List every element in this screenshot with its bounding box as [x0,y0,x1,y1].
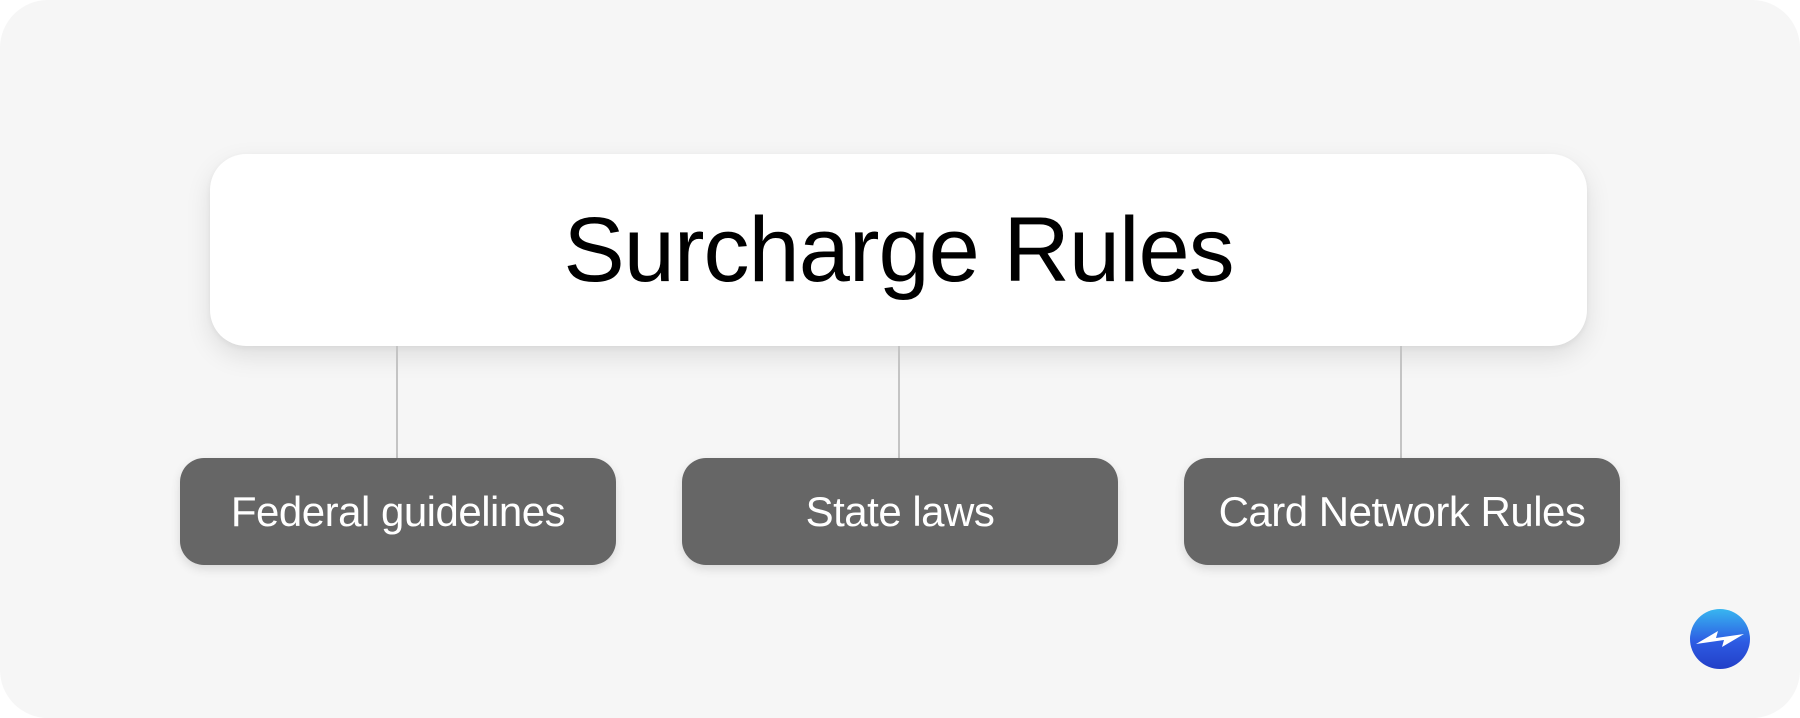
child-node-label: Card Network Rules [1218,487,1586,535]
connector-line-federal [396,346,398,458]
lightning-bolt-icon [1696,631,1744,647]
child-node-label: Federal guidelines [230,487,566,535]
root-node: Surcharge Rules [210,154,1587,346]
child-node-state-laws: State laws [682,458,1118,565]
brand-logo-icon [1690,609,1750,669]
child-node-label: State laws [805,487,995,535]
connector-line-card-network [1400,346,1402,458]
connector-line-state [898,346,900,458]
child-node-card-network-rules: Card Network Rules [1184,458,1620,565]
child-node-federal-guidelines: Federal guidelines [180,458,616,565]
root-node-label: Surcharge Rules [563,199,1234,301]
